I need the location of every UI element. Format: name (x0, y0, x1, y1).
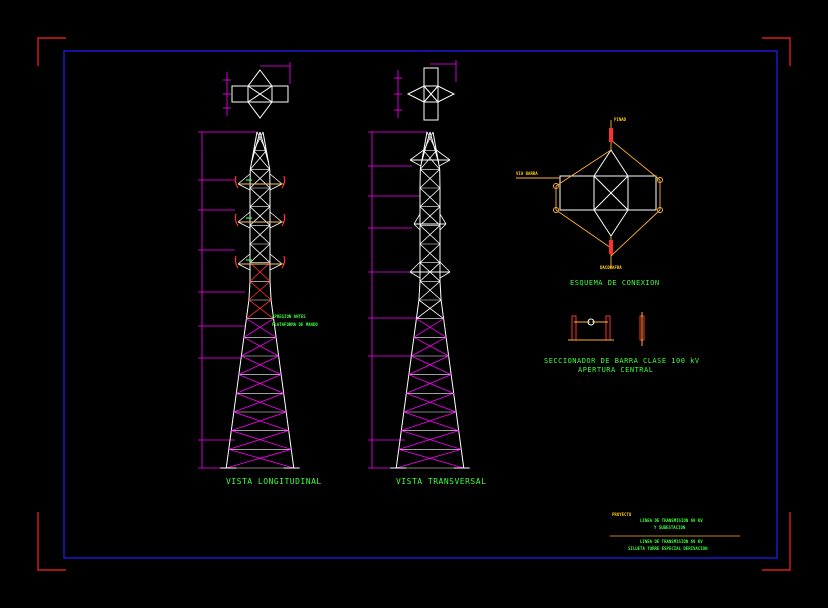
disconnect-switch-detail (568, 312, 645, 346)
view-label-longitudinal: VISTA LONGITUDINAL (226, 477, 322, 486)
view-label-transversal: VISTA TRANSVERSAL (396, 477, 487, 486)
plan-view-longitudinal (223, 62, 291, 119)
switch-title-line2: APERTURA CENTRAL (578, 366, 654, 374)
title-block-line4: SILUETA TORRE ESPECIAL DERIVACION (628, 546, 708, 551)
tower-note-2: PLATAFORMA DE MANDO (272, 322, 318, 327)
dimension-chain-longitudinal (198, 131, 258, 469)
tower-longitudinal-view (220, 131, 300, 469)
drawing-frame (63, 50, 778, 559)
connection-schematic (516, 120, 663, 268)
title-block-line3: LINEA DE TRANSMISION 69 KV (640, 539, 703, 544)
tower-transversal-view (390, 131, 470, 469)
plan-view-transversal (394, 60, 457, 121)
switch-title-line1: SECCIONADOR DE BARRA CLASE 100 kV (544, 357, 700, 365)
title-block-line2: Y SUBESTACION (654, 525, 686, 530)
title-block-line1: LINEA DE TRANSMISION 69 KV (640, 518, 703, 523)
connection-label-top: PINAD (614, 117, 627, 122)
connection-schematic-title: ESQUEMA DE CONEXION (570, 279, 660, 287)
longitudinal-crossarms (234, 175, 286, 269)
connection-label-left: VIA BARRA (516, 171, 538, 176)
title-block-project-label: PROYECTO (612, 512, 632, 517)
tower-note-1: APRESION ANTES (272, 314, 306, 319)
sheet-corner-marks (37, 37, 791, 571)
connection-label-bottom: DACOBAFRA (600, 265, 622, 270)
